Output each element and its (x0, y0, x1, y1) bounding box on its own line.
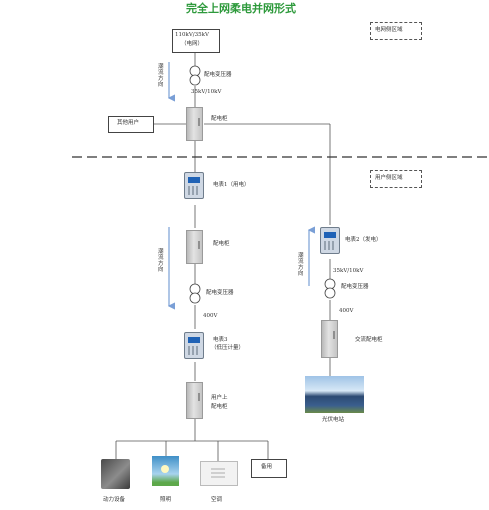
load-label-ac: 空调 (211, 497, 223, 503)
air-conditioner-icon (200, 461, 238, 486)
meter-2-label: 电表2（发电） (345, 237, 382, 243)
spare-box (251, 459, 287, 478)
flow-direction-label-top: 潮流方向 (158, 64, 164, 89)
grid-source-voltage: 110kV/35kV (175, 32, 209, 38)
meter-1-label: 电表1（用电） (213, 182, 250, 188)
load-label-lighting: 照明 (160, 497, 172, 503)
light-icon (152, 456, 179, 486)
load-label-power: 动力设备 (103, 497, 126, 503)
voltage-400-right: 400V (339, 308, 354, 314)
transformer-top-voltage: 35kV/10kV (191, 89, 222, 95)
generator-icon (101, 459, 130, 489)
user-cabinet-sublabel: 配电柜 (211, 404, 228, 410)
user-side-zone (370, 170, 422, 188)
main-cabinet-label: 配电柜 (211, 116, 228, 122)
flow-direction-label-mid: 潮流方向 (158, 249, 164, 274)
user-cabinet (186, 382, 203, 419)
transformer-right-voltage: 35kV/10kV (333, 268, 364, 274)
dist-cabinet (186, 230, 203, 264)
spare-label: 备用 (261, 464, 273, 470)
transformer-right-label: 配电变压器 (341, 284, 369, 290)
user-side-label: 用户侧区域 (375, 175, 403, 181)
grid-source-box (172, 29, 220, 53)
page-title: 完全上网柔电并网形式 (186, 2, 296, 15)
transformer-top-label: 配电变压器 (204, 72, 232, 78)
grid-side-label: 电网侧区域 (375, 27, 403, 33)
meter-3-sublabel: （低压计量） (211, 345, 245, 351)
grid-source-name: （电网） (181, 41, 204, 47)
user-cabinet-label: 用户上 (211, 395, 228, 401)
pv-station-icon (305, 376, 364, 413)
dist-cabinet-label: 配电柜 (213, 241, 230, 247)
ac-cabinet-label: 交流配电柜 (355, 337, 383, 343)
meter-2-icon (320, 227, 340, 254)
other-users-label: 其他用户 (117, 120, 140, 126)
meter-1-icon (184, 172, 204, 199)
pv-station-label: 光伏电站 (322, 417, 345, 423)
voltage-400-left: 400V (203, 313, 218, 319)
ac-cabinet (321, 320, 338, 358)
main-cabinet (186, 107, 203, 141)
grid-side-zone (370, 22, 422, 40)
other-users-box (108, 116, 154, 133)
meter-3-icon (184, 332, 204, 359)
meter-3-label: 电表3 (213, 337, 228, 343)
flow-direction-label-right: 潮流方向 (298, 253, 304, 278)
transformer-mid-label: 配电变压器 (206, 290, 234, 296)
